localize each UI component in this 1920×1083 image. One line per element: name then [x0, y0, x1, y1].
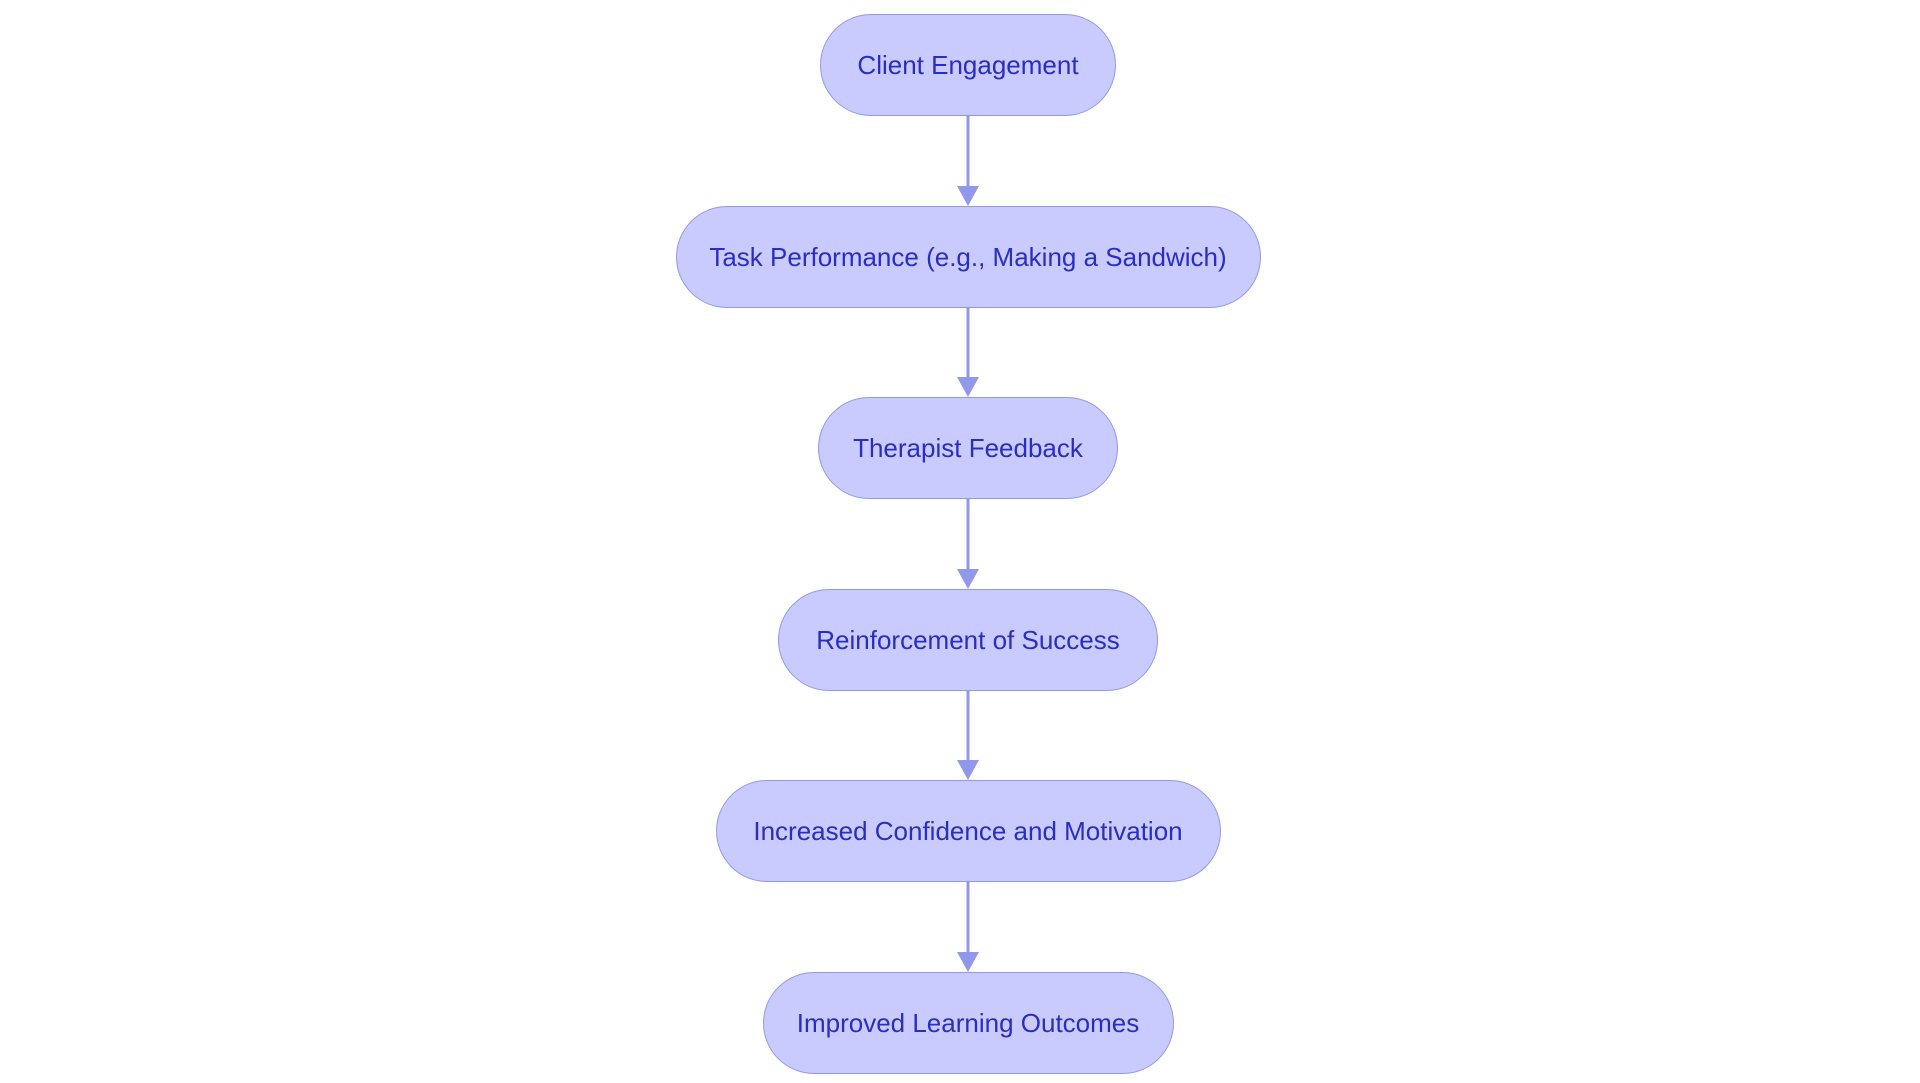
- edge-arrowhead-3: [957, 569, 979, 589]
- node-label: Task Performance (e.g., Making a Sandwic…: [709, 241, 1227, 272]
- node-label: Increased Confidence and Motivation: [753, 815, 1183, 846]
- node-task-performance: Task Performance (e.g., Making a Sandwic…: [675, 206, 1261, 308]
- node-client-engagement: Client Engagement: [820, 14, 1116, 116]
- node-therapist-feedback: Therapist Feedback: [818, 397, 1118, 499]
- edge-arrowhead-2: [957, 377, 979, 397]
- node-reinforcement-of-success: Reinforcement of Success: [778, 589, 1158, 691]
- edge-arrowhead-1: [957, 186, 979, 206]
- node-increased-confidence: Increased Confidence and Motivation: [715, 780, 1221, 882]
- edge-arrowhead-5: [957, 952, 979, 972]
- node-improved-learning-outcomes: Improved Learning Outcomes: [762, 972, 1174, 1074]
- node-label: Client Engagement: [857, 49, 1079, 80]
- node-label: Therapist Feedback: [853, 432, 1083, 463]
- edge-arrowhead-4: [957, 760, 979, 780]
- node-label: Improved Learning Outcomes: [796, 1007, 1140, 1038]
- node-label: Reinforcement of Success: [816, 624, 1120, 655]
